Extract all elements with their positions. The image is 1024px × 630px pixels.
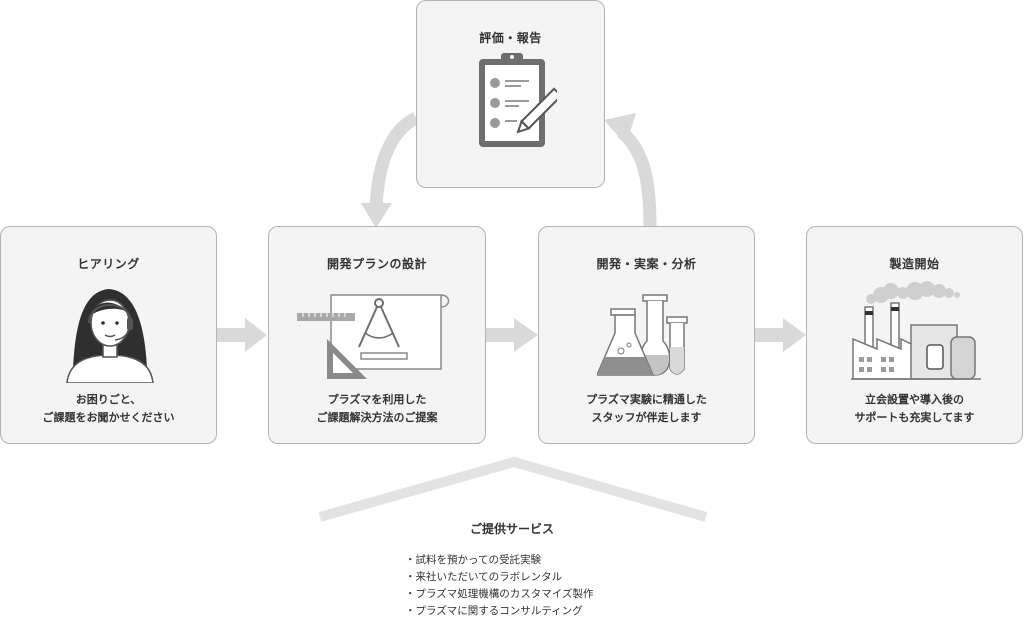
headset-operator-icon (66, 289, 154, 383)
card-hearing-desc: お困りごと、 ご課題をお聞かせください (42, 393, 175, 424)
arrow-evaluation-to-plan (369, 112, 420, 209)
services-title: ご提供サービス (469, 522, 554, 536)
clipboard-checklist-icon (479, 53, 557, 147)
card-manufacturing-desc: 立会設置や導入後の サポートも充実してます (854, 393, 975, 424)
factory-icon (851, 281, 981, 380)
lab-flasks-icon (597, 294, 688, 376)
arrow-experiment-to-evaluation (617, 127, 657, 227)
card-evaluation-title: 評価・報告 (479, 31, 542, 45)
drafting-tools-icon (297, 294, 450, 379)
arrow-hearing-to-plan (217, 318, 267, 352)
services-chevron (318, 456, 708, 522)
service-item: ・プラズマに関するコンサルティング (405, 605, 583, 617)
card-hearing-title: ヒアリング (77, 257, 140, 271)
service-item: ・試料を預かっての受託実験 (405, 554, 541, 566)
arrow-plan-to-experiment (486, 318, 538, 352)
card-experiment: 開発・実案・分析 プラズマ実験に精通した スタッフが伴走します (538, 226, 755, 444)
card-manufacturing-title: 製造開始 (889, 257, 940, 271)
service-item: ・プラズマ処理機構のカスタマイズ製作 (405, 588, 594, 600)
card-plan-desc: プラズマを利用した ご課題解決方法のご提案 (316, 393, 438, 424)
arrow-experiment-to-manufacturing (755, 318, 806, 352)
service-item: ・来社いただいてのラボレンタル (405, 571, 563, 583)
card-manufacturing: 製造開始 立会設置や導入後の サポートも充実してます (806, 226, 1023, 444)
card-experiment-title: 開発・実案・分析 (596, 257, 697, 271)
card-experiment-desc: プラズマ実験に精通した スタッフが伴走します (586, 393, 707, 424)
card-evaluation: 評価・報告 (416, 0, 605, 188)
card-hearing: ヒアリング お困りごと、 ご課題をお聞かせください (0, 226, 217, 444)
card-plan: 開発プランの設計 プラズマを利用した ご課題解決方法のご提案 (268, 226, 486, 444)
card-plan-title: 開発プランの設計 (326, 257, 427, 271)
services-list: ・試料を預かっての受託実験 ・来社いただいてのラボレンタル ・プラズマ処理機構の… (405, 552, 593, 620)
